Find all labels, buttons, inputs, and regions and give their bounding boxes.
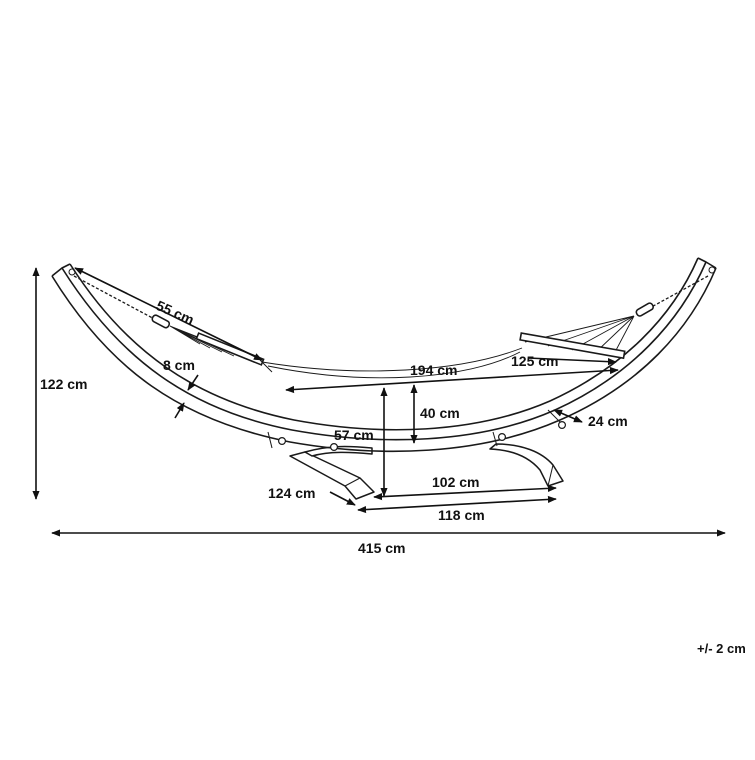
dim-line-chain	[74, 267, 263, 361]
dim-line-base-outer	[357, 495, 557, 514]
label-beam-bottom-height: 57 cm	[334, 427, 374, 443]
label-base-depth: 124 cm	[268, 485, 315, 501]
dim-line-base-depth	[329, 491, 356, 506]
stand-base	[289, 443, 564, 500]
label-total-height: 122 cm	[40, 376, 87, 392]
dim-line-thickness-top	[187, 374, 199, 391]
label-total-length: 415 cm	[358, 540, 405, 556]
bolt-icon	[278, 437, 287, 446]
tolerance-note: +/- 2 cm	[697, 641, 746, 656]
label-beam-thickness: 8 cm	[163, 357, 195, 373]
carabiner-icon	[635, 302, 654, 317]
dimension-lines	[32, 267, 726, 537]
label-hang-height: 40 cm	[420, 405, 460, 421]
label-bed-width: 125 cm	[511, 353, 558, 369]
hook-icon	[708, 266, 716, 274]
label-base-inner: 102 cm	[432, 474, 479, 490]
spreader-bar-right	[519, 332, 626, 360]
label-beam-width: 24 cm	[588, 413, 628, 429]
dim-line-bed-width	[527, 357, 617, 366]
dim-line-beam-width	[553, 409, 583, 423]
bolt-icon	[498, 433, 507, 442]
bolt-icon	[330, 443, 339, 452]
frame-bolts	[278, 421, 566, 452]
label-base-outer: 118 cm	[438, 507, 485, 523]
spreader-bar-left	[195, 332, 265, 366]
bolt-icon	[557, 421, 566, 430]
hammock-bed	[169, 315, 635, 379]
dimension-labels: 55 cm 8 cm 122 cm 194 cm 125 cm 40 cm 57…	[40, 297, 746, 656]
arched-frame	[51, 257, 717, 453]
label-bed-length: 194 cm	[410, 362, 457, 378]
dim-line-base-inner	[373, 484, 557, 501]
dim-line-thickness-bottom	[174, 402, 185, 419]
hook-icon	[68, 268, 76, 276]
dim-line-bed-length	[285, 366, 619, 394]
